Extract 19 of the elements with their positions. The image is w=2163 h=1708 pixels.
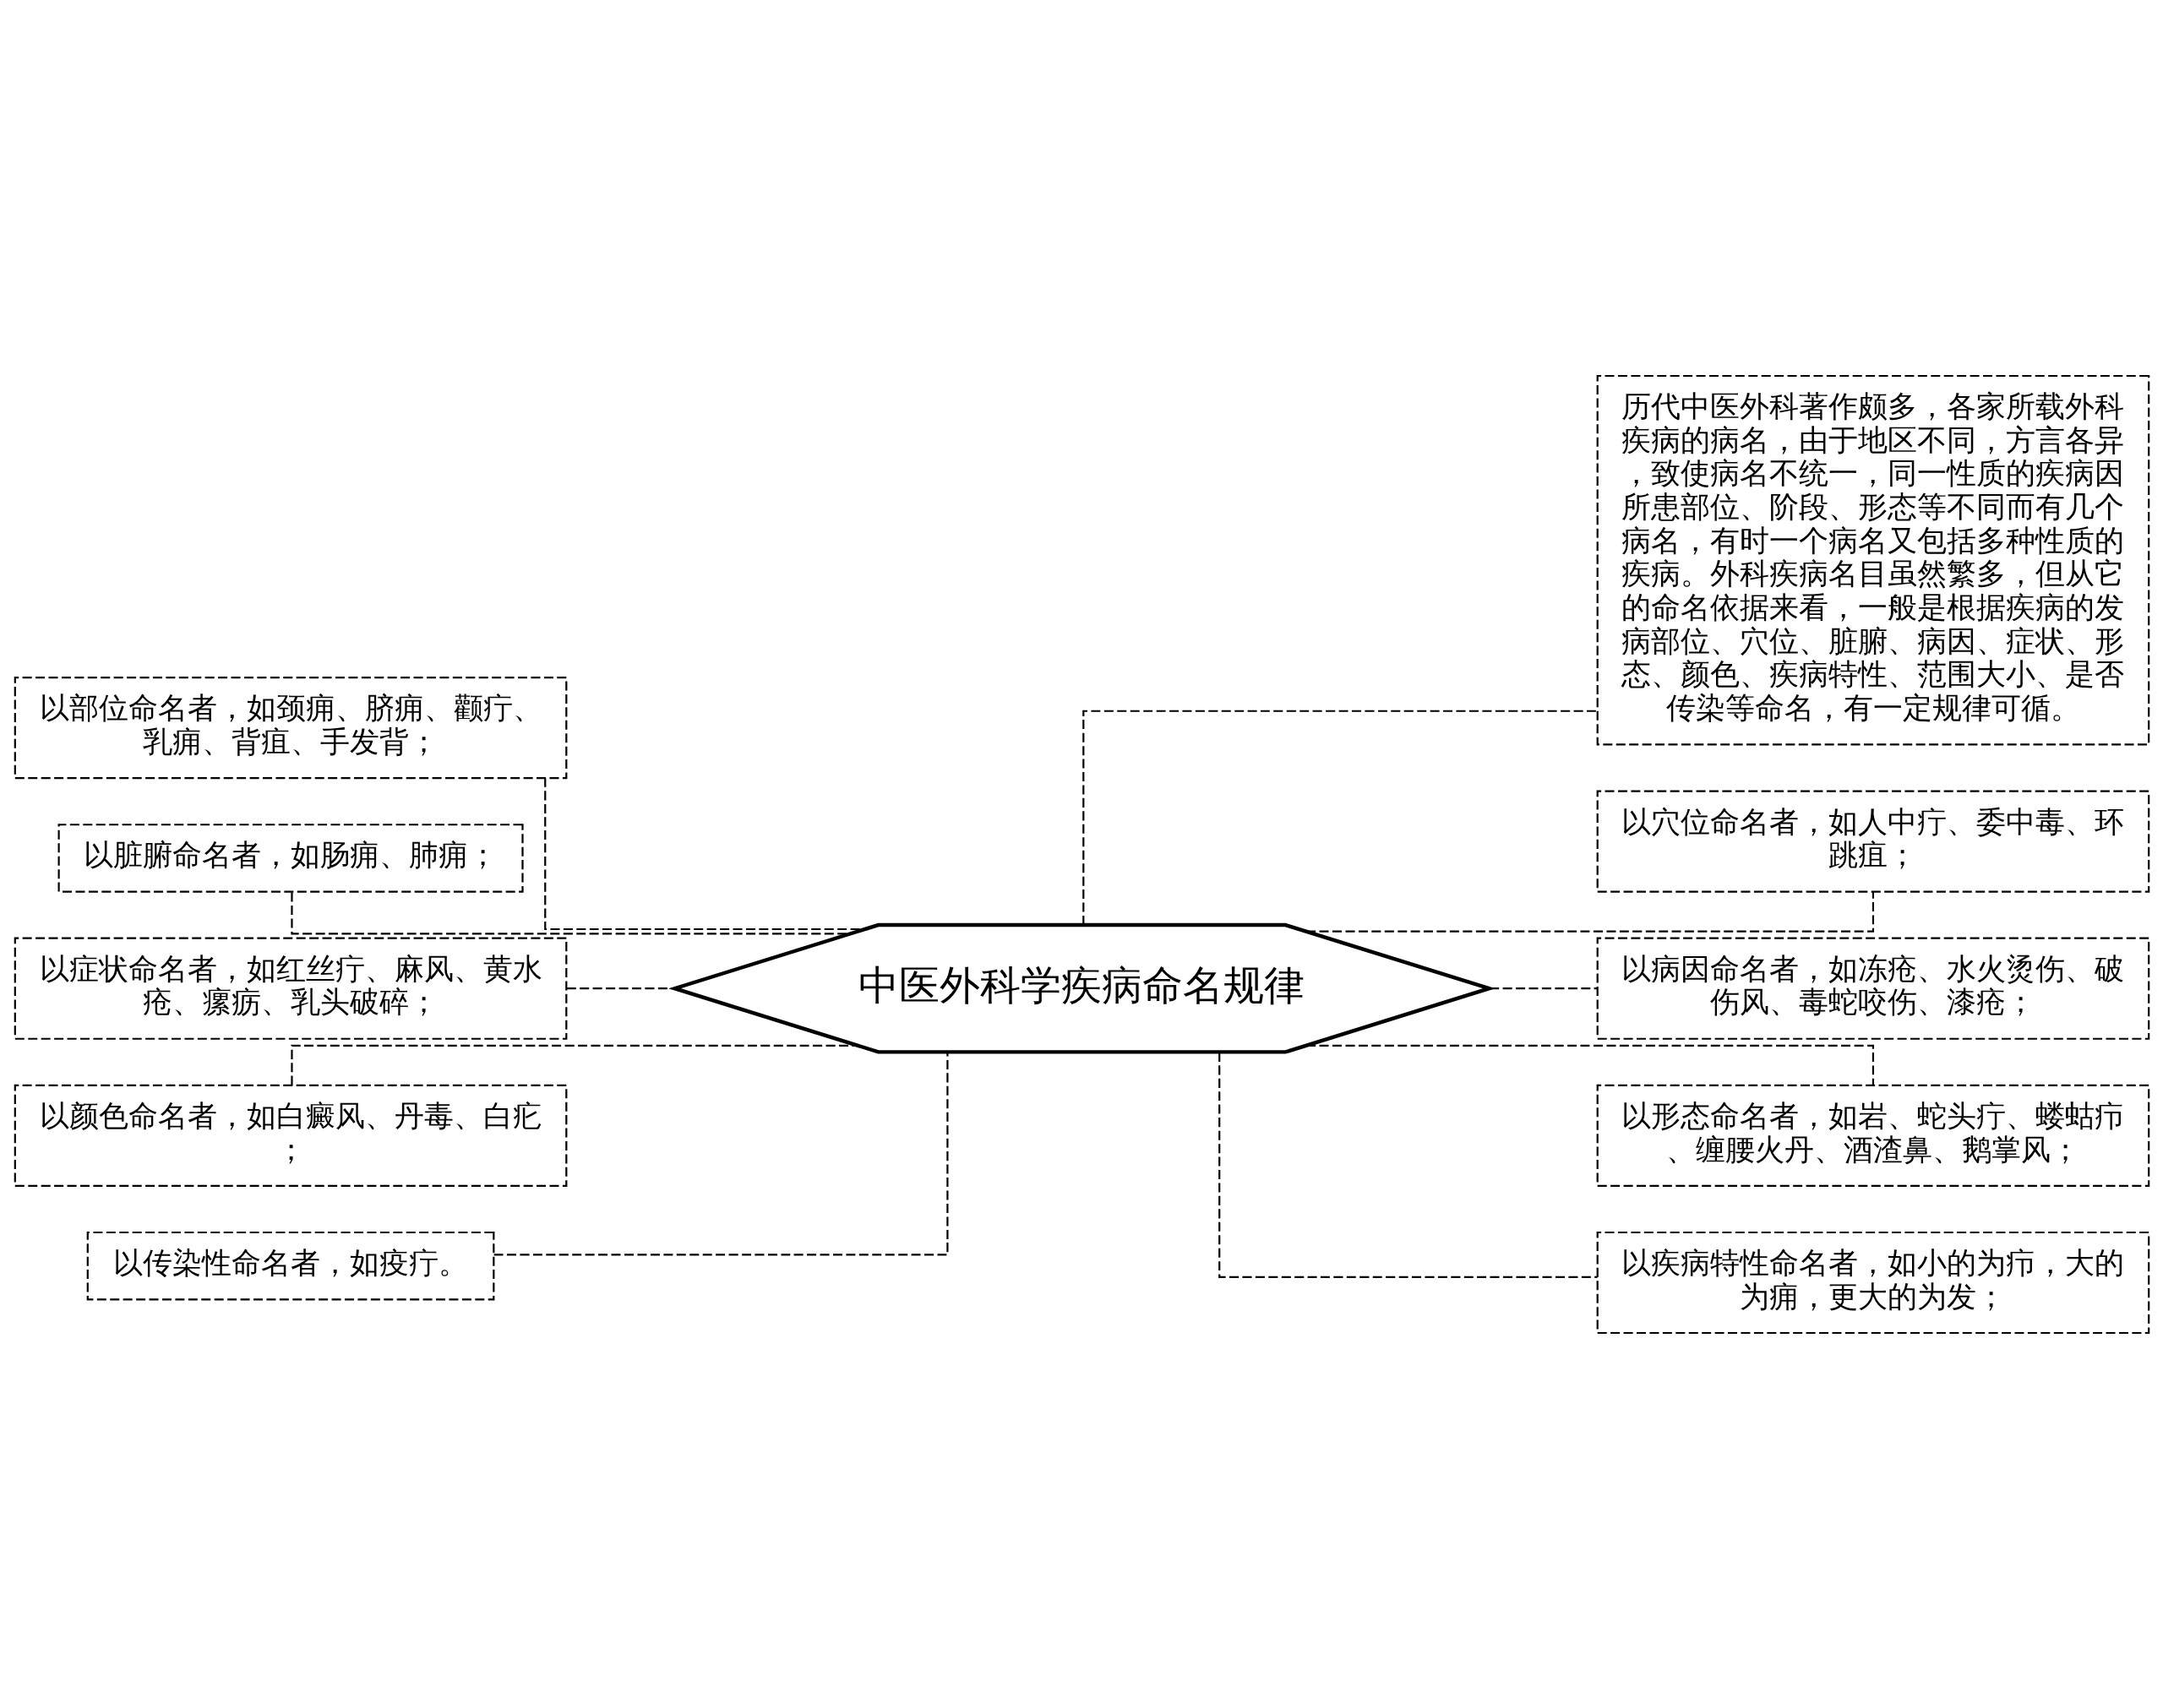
connector	[1489, 987, 1597, 989]
node-box: 以形态命名者，如岩、蛇头疔、蝼蛄疖、缠腰火丹、酒渣鼻、鹅掌风；	[1596, 1084, 2149, 1187]
node-box: 以颜色命名者，如白癜风、丹毒、白疕；	[14, 1084, 567, 1187]
node-box: 以疾病特性命名者，如小的为疖，大的为痈，更大的为发；	[1596, 1231, 2149, 1334]
connector	[1218, 1052, 1597, 1278]
node-box: 以病因命名者，如冻疮、水火烫伤、破伤风、毒蛇咬伤、漆疮；	[1596, 937, 2149, 1040]
connector	[1305, 1044, 1874, 1085]
connector	[1305, 891, 1874, 933]
connector	[1082, 710, 1597, 925]
node-box: 以脏腑命名者，如肠痈、肺痈；	[57, 823, 524, 893]
node-box: 以部位命名者，如颈痈、脐痈、颧疔、乳痈、背疽、手发背；	[14, 676, 567, 779]
connector	[493, 1052, 948, 1256]
node-box: 历代中医外科著作颇多，各家所载外科疾病的病名，由于地区不同，方言各异，致使病名不统一，同一性质的疾病因所患部位、阶段、形态等不同而有几个病名，有时一个病名又包括多种性质的疾病。外科疾病名目虽然繁多，但从它的命名依据来看，一般是根据疾病的发病部位、穴位、脏腑、病因、症状、形态、颜色、疾病特性、范围大小、是否传染等命名，有一定规律可循。	[1596, 374, 2149, 746]
connector	[566, 987, 674, 989]
node-box: 以穴位命名者，如人中疔、委中毒、环跳疽；	[1596, 789, 2149, 893]
node-box: 以传染性命名者，如疫疔。	[86, 1231, 494, 1300]
connector	[290, 1044, 858, 1085]
node-box: 以症状命名者，如红丝疔、麻风、黄水疮、瘰疬、乳头破碎；	[14, 937, 567, 1040]
connector	[543, 777, 864, 930]
